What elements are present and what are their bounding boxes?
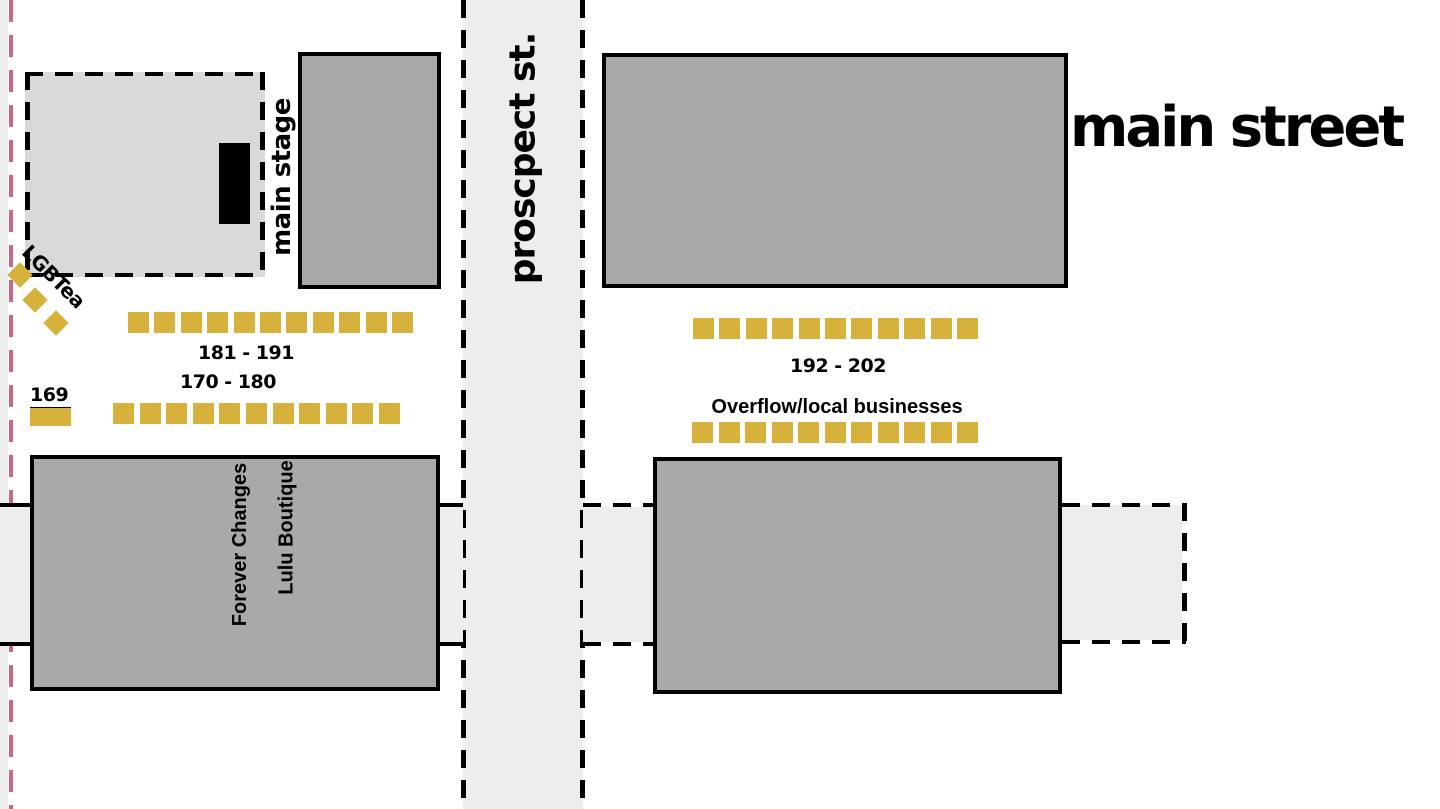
vendor-booth [877, 422, 899, 443]
vendor-booth [272, 403, 294, 424]
booth-row-label-192-202: 192 - 202 [790, 355, 886, 377]
stage-area [25, 72, 265, 277]
vendor-booth [233, 312, 255, 333]
main-street-stub-top [1062, 503, 1186, 507]
vendor-booth [113, 403, 134, 424]
vendor-booth [824, 318, 846, 339]
vendor-booth [312, 312, 334, 333]
business-label-lulu-boutique: Lulu Boutique [275, 459, 298, 595]
vendor-booth [798, 318, 820, 339]
vendor-booth [352, 403, 374, 424]
vendor-booth [259, 312, 281, 333]
main-street-band-mid [440, 507, 463, 642]
vendor-booth [904, 422, 925, 443]
vendor-booth [745, 422, 766, 443]
booth-label-169: 169 [30, 384, 72, 410]
vendor-booth [771, 422, 793, 443]
main-street-band-west [0, 507, 30, 642]
booth-row-181-191 [128, 312, 413, 333]
map-edge-strip [0, 0, 8, 809]
vendor-booth [745, 318, 767, 339]
main-street-curb-west-bottom [0, 642, 30, 646]
prospect-street-name: proscpect st. [463, 8, 583, 308]
building-northwest [298, 52, 441, 289]
vendor-booth [391, 312, 413, 333]
main-street-stub-right [1182, 503, 1187, 644]
main-street-band-east [583, 507, 653, 642]
vendor-booth [798, 422, 819, 443]
stage-area-border-top [25, 72, 265, 76]
main-street-curb-east-bottom [583, 642, 653, 646]
business-label-forever-changes: Forever Changes [229, 462, 252, 626]
vendor-booth-169 [30, 408, 71, 426]
vendor-booth [378, 403, 400, 424]
vendor-booth [245, 403, 267, 424]
vendor-booth [166, 403, 188, 424]
stage-area-border-bottom [25, 273, 265, 277]
business-lulu-boutique: Lulu Boutique [269, 458, 305, 596]
vendor-booth [851, 422, 872, 443]
lgbtea-booth-diamond [22, 287, 48, 313]
vendor-booth [128, 312, 149, 333]
vendor-booth [139, 403, 161, 424]
vendor-booth [718, 422, 740, 443]
main-street-stub-surface [1062, 505, 1182, 640]
lgbtea-booth-diamond [43, 310, 69, 336]
prospect-street-surface [463, 0, 583, 809]
vendor-booth [692, 422, 713, 443]
vendor-booth [956, 318, 978, 339]
vendor-booth [693, 318, 714, 339]
main-street-stub-bottom [1062, 640, 1186, 644]
booth-row-label-170-180: 170 - 180 [180, 371, 276, 393]
main-street-curb-east-top [583, 503, 653, 507]
booth-row-label-181-191: 181 - 191 [198, 342, 294, 364]
building-southwest [30, 455, 440, 691]
main-street-curb-mid-top [440, 503, 463, 507]
prospect-street-edge-left [461, 0, 466, 809]
building-northeast [602, 53, 1068, 288]
vendor-booth [904, 318, 926, 339]
prospect-street-edge-right [580, 0, 585, 809]
vendor-booth [219, 403, 241, 424]
booth-row-170-180 [113, 403, 400, 424]
vendor-booth [365, 312, 387, 333]
vendor-booth [154, 312, 176, 333]
main-stage-label: main stage [267, 98, 297, 256]
map-title: main street [1070, 95, 1405, 160]
vendor-booth [286, 312, 308, 333]
stage-platform [219, 143, 250, 224]
vendor-booth [930, 422, 952, 443]
vendor-booth [339, 312, 361, 333]
booth-row-192-202 [693, 318, 978, 339]
vendor-booth [325, 403, 347, 424]
prospect-street-label: proscpect st. [502, 32, 544, 284]
booth-row-overflow [692, 422, 978, 443]
vendor-booth [930, 318, 952, 339]
vendor-booth [851, 318, 873, 339]
vendor-booth [957, 422, 978, 443]
vendor-booth [299, 403, 321, 424]
building-southeast [653, 457, 1062, 694]
overflow-row-label: Overflow/local businesses [711, 396, 963, 418]
stage-area-border-right [260, 72, 265, 277]
vendor-booth [877, 318, 899, 339]
vendor-booth [824, 422, 846, 443]
vendor-booth [180, 312, 202, 333]
main-street-curb-mid-bottom [440, 642, 463, 646]
vendor-booth [192, 403, 214, 424]
vendor-booth [719, 318, 741, 339]
boundary-dashed-line [9, 0, 13, 809]
vendor-booth [772, 318, 794, 339]
main-street-curb-west-top [0, 503, 30, 507]
stage-area-border-left [25, 72, 30, 277]
vendor-booth [207, 312, 229, 333]
business-forever-changes: Forever Changes [223, 455, 259, 633]
